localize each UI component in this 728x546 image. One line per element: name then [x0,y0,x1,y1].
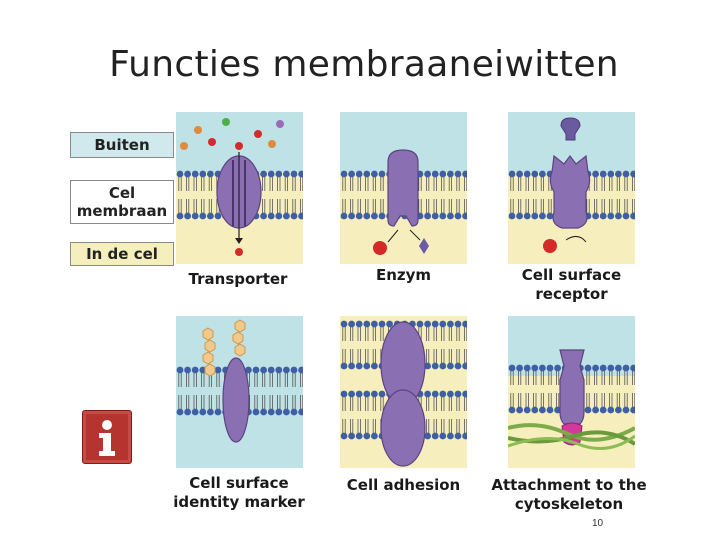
legend-inside: In de cel [70,242,174,266]
info-glyph [99,420,115,456]
page-number: 10 [592,518,604,529]
caption-transporter: Transporter [188,270,288,288]
panel-receptor [508,112,635,264]
panel-identity-marker [176,316,303,468]
legend-outside: Buiten [70,132,174,158]
info-icon[interactable] [82,410,132,464]
caption-receptor: Cell surface receptor [521,266,622,303]
page-title: Functies membraaneiwitten [109,44,619,85]
caption-enzym: Enzym [375,266,432,284]
legend-membrane: Cel membraan [70,180,174,224]
transporter-diagram [176,112,303,264]
caption-cell-adhesion: Cell adhesion [346,476,461,494]
identity-marker-diagram [176,316,303,468]
cell-adhesion-diagram [340,316,467,468]
receptor-diagram [508,112,635,264]
panel-cytoskeleton [508,316,635,468]
panel-cell-adhesion [340,316,467,468]
cytoskeleton-diagram [508,316,635,468]
panel-transporter [176,112,303,264]
caption-identity-marker: Cell surface identity marker [173,474,305,511]
caption-cytoskeleton: Attachment to the cytoskeleton [491,476,647,513]
enzym-diagram [340,112,467,264]
panel-enzym [340,112,467,264]
